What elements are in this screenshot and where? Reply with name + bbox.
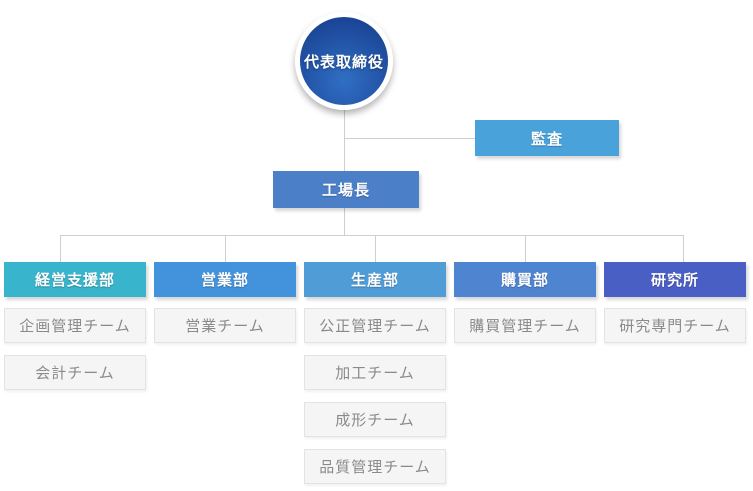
team-node: 成形チーム xyxy=(304,402,446,437)
team-node: 購買管理チーム xyxy=(454,308,596,343)
dept-column-2: 営業部 営業チーム xyxy=(154,262,296,343)
dept-node: 生産部 xyxy=(304,262,446,297)
dept-column-5: 研究所 研究専門チーム xyxy=(604,262,746,343)
dept-column-4: 購買部 購買管理チーム xyxy=(454,262,596,343)
team-node: 企画管理チーム xyxy=(4,308,146,343)
dept-column-3: 生産部 公正管理チーム 加工チーム 成形チーム 品質管理チーム xyxy=(304,262,446,484)
connector-drop-5 xyxy=(683,235,684,262)
connector-manager-to-rail xyxy=(344,208,345,236)
connector-to-audit xyxy=(345,138,475,139)
manager-node: 工場長 xyxy=(273,171,419,208)
ceo-node: 代表取締役 xyxy=(295,12,393,110)
team-node: 加工チーム xyxy=(304,355,446,390)
audit-node: 監査 xyxy=(475,120,619,156)
team-node: 品質管理チーム xyxy=(304,449,446,484)
dept-node: 営業部 xyxy=(154,262,296,297)
dept-column-1: 経営支援部 企画管理チーム 会計チーム xyxy=(4,262,146,390)
team-node: 研究専門チーム xyxy=(604,308,746,343)
connector-drop-4 xyxy=(525,235,526,262)
team-node: 公正管理チーム xyxy=(304,308,446,343)
team-node: 営業チーム xyxy=(154,308,296,343)
connector-rail xyxy=(60,235,683,236)
connector-drop-1 xyxy=(60,235,61,262)
connector-drop-2 xyxy=(225,235,226,262)
dept-node: 研究所 xyxy=(604,262,746,297)
dept-node: 購買部 xyxy=(454,262,596,297)
dept-node: 経営支援部 xyxy=(4,262,146,297)
connector-ceo-to-manager xyxy=(344,110,345,172)
team-node: 会計チーム xyxy=(4,355,146,390)
connector-drop-3 xyxy=(375,235,376,262)
